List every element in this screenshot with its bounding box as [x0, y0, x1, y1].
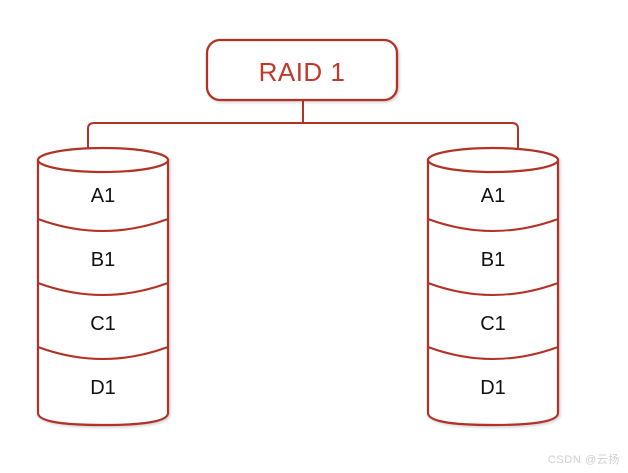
disk-right-body [426, 158, 560, 427]
disk-right-segment-label-d1: D1 [480, 377, 506, 399]
disk-right-top-cap [426, 146, 560, 174]
disk-right-cylinder[interactable] [426, 146, 560, 427]
disk-right-divider-3 [427, 346, 559, 360]
disk-right-segment-label-b1: B1 [480, 249, 506, 271]
connector-bus [87, 99, 519, 149]
disk-left-segment-label-c1: C1 [90, 313, 116, 335]
disk-left-segment-label-a1: A1 [90, 185, 116, 207]
raid-controller-label: RAID 1 [258, 57, 346, 87]
disk-left-divider-3 [37, 346, 169, 360]
csdn-watermark: CSDN @云扬 [547, 454, 620, 466]
disk-left-cylinder[interactable] [36, 146, 170, 427]
disk-left-top-cap [36, 146, 170, 174]
disk-right-segment-label-c1: C1 [480, 313, 506, 335]
connector-horizontal-bus [87, 122, 519, 149]
disk-left-divider-2 [37, 282, 169, 296]
disk-right-divider-1 [427, 218, 559, 232]
disk-left-body [36, 158, 170, 427]
disk-left-divider-1 [37, 218, 169, 232]
disk-right-divider-2 [427, 282, 559, 296]
disk-left-segment-label-b1: B1 [90, 249, 116, 271]
disk-left-segment-label-d1: D1 [90, 377, 116, 399]
disk-right-segment-label-a1: A1 [480, 185, 506, 207]
